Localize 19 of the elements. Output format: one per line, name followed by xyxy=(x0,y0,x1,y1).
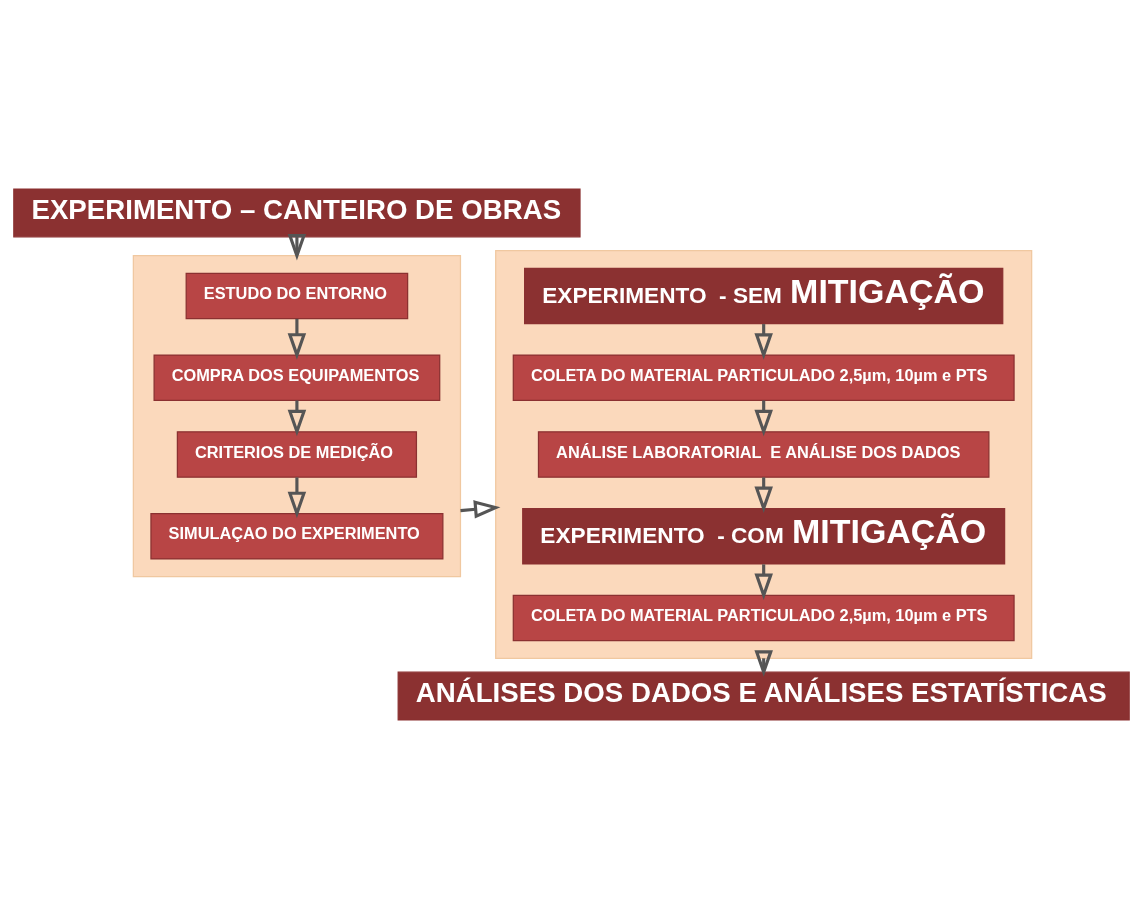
cluster xyxy=(495,249,1033,659)
node-box: ANÁLISES DOS DADOS E ANÁLISES ESTATÍSTICAS xyxy=(397,671,1130,721)
node-box: ESTUDO DO ENTORNO xyxy=(185,272,409,319)
node-box: SIMULAÇAO DO EXPERIMENTO xyxy=(150,512,444,560)
node-box: COLETA DO MATERIAL PARTICULADO 2,5µm, 10µm e PTS xyxy=(512,354,1015,401)
node-box: COLETA DO MATERIAL PARTICULADO 2,5µm, 10µm e PTS xyxy=(512,594,1015,641)
arrow xyxy=(754,649,773,677)
arrow xyxy=(754,400,773,436)
node-box: COMPRA DOS EQUIPAMENTOS xyxy=(153,354,441,401)
arrow xyxy=(460,499,501,519)
cluster xyxy=(132,254,462,577)
node-box: ANÁLISE LABORATORIAL E ANÁLISE DOS DADOS xyxy=(537,430,990,478)
node-box: EXPERIMENTO - SEM MITIGAÇÃO xyxy=(524,267,1004,324)
node-box: EXPERIMENTO - COM MITIGAÇÃO xyxy=(522,507,1006,565)
arrow xyxy=(754,476,773,513)
arrow xyxy=(287,476,307,518)
arrow xyxy=(287,400,307,436)
node-box: EXPERIMENTO – CANTEIRO DE OBRAS xyxy=(13,187,581,237)
node-box: CRITERIOS DE MEDIÇÃO xyxy=(176,430,418,478)
